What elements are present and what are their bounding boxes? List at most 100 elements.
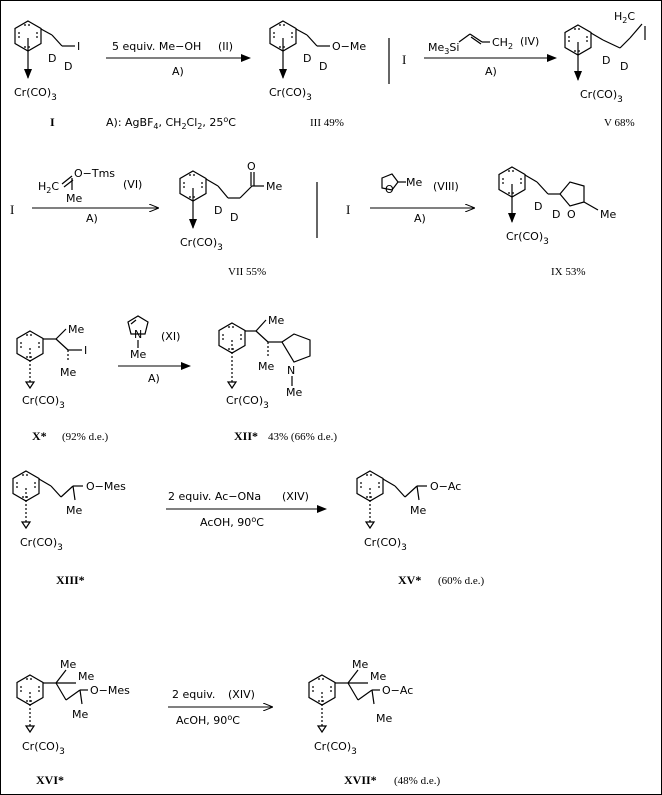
condition-label: A): [485, 65, 497, 78]
omes-label: O−Mes: [90, 684, 130, 697]
d-label: D: [64, 60, 72, 73]
reaction-arrow-2: Me3Si CH2 (IV) A): [424, 33, 557, 78]
compound-label-XII: XII*: [234, 429, 258, 443]
d-label: D: [214, 204, 222, 217]
iodine-label: I: [77, 40, 80, 53]
methyl-label: Me: [78, 670, 94, 683]
iodine-label: I: [84, 344, 87, 357]
cr-co3-label: Cr(CO)3: [22, 740, 65, 757]
furan-o-label: O: [567, 208, 576, 221]
compound-V: H2C D D Cr(CO)3: [564, 10, 646, 105]
compound-label-X: X*: [32, 429, 47, 443]
d-label: D: [602, 54, 610, 67]
d-label: D: [552, 208, 560, 221]
methyl-label: Me: [352, 658, 368, 671]
methyl-label: Me: [410, 504, 426, 517]
methyl-label: Me: [286, 386, 302, 399]
compound-label-XVI: XVI*: [36, 773, 64, 787]
reagent-equiv: 2 equiv.: [172, 688, 215, 701]
compound-label-IX: IX 53%: [551, 266, 586, 278]
cr-co3-label: Cr(CO)3: [180, 236, 223, 253]
methyl-label: Me: [72, 708, 88, 721]
start-compound-I: I: [402, 52, 406, 67]
de-value: (92% d.e.): [62, 431, 108, 443]
reagent-number: (XIV): [282, 490, 309, 503]
cr-co3-label: Cr(CO)3: [22, 394, 65, 411]
reagent-number: (VI): [123, 178, 142, 191]
methyl-label: Me: [60, 366, 76, 379]
reaction-arrow-4: O Me (VIII) A): [370, 173, 474, 225]
pyrrole-n-label: N: [287, 364, 295, 377]
d-label: D: [48, 52, 56, 65]
condition-definition: A): AgBF4, CH2Cl2, 25oC: [106, 115, 236, 131]
methyl-label: Me: [376, 712, 392, 725]
yield-de-value: 43% (66% d.e.): [268, 431, 337, 443]
methyl-label: Me: [370, 670, 386, 683]
compound-label-XVII: XVII*: [344, 773, 377, 787]
cr-co3-label: Cr(CO)3: [314, 740, 357, 757]
methyl-label: Me: [66, 504, 82, 517]
compound-XVI: Me Me O−Mes Me Cr(CO)3: [16, 658, 130, 757]
methyl-label: Me: [600, 208, 616, 221]
allylsilane-reagent: Me3Si: [428, 41, 459, 56]
cr-co3-label: Cr(CO)3: [226, 394, 269, 411]
compound-label-III: III 49%: [310, 117, 344, 129]
condition-label: A): [172, 65, 184, 78]
cr-co3-label: Cr(CO)3: [506, 230, 549, 247]
condition-label: A): [148, 372, 160, 385]
methyl-label: Me: [258, 360, 274, 373]
cr-co3-label: Cr(CO)3: [580, 88, 623, 105]
cr-co3-label: Cr(CO)3: [20, 536, 63, 553]
compound-XV: O−Ac Me Cr(CO)3: [356, 470, 461, 553]
compound-label-XV: XV*: [398, 573, 421, 587]
reagent-number: (XI): [161, 330, 180, 343]
reagent-number: (IV): [520, 35, 539, 48]
reagent-methanol: 5 equiv. Me−OH: [112, 40, 201, 53]
cr-co3-label: Cr(CO)3: [14, 86, 57, 103]
compound-III: O−Me D D Cr(CO)3: [269, 20, 366, 103]
reaction-arrow-1: 5 equiv. Me−OH (II) A): [106, 40, 251, 78]
methyl-label: Me: [406, 176, 422, 189]
ch2-label: CH2: [492, 36, 513, 51]
cr-co3-label: Cr(CO)3: [364, 536, 407, 553]
d-label: D: [319, 60, 327, 73]
compound-XIII: O−Mes Me Cr(CO)3: [12, 470, 126, 553]
d-label: D: [230, 211, 238, 224]
d-label: D: [534, 200, 542, 213]
de-value: (60% d.e.): [438, 575, 484, 587]
carbonyl-o-label: O: [247, 160, 256, 173]
condition-acoh: AcOH, 90oC: [176, 713, 240, 727]
compound-label-XIII: XIII*: [56, 573, 85, 587]
condition-acoh: AcOH, 90oC: [200, 515, 264, 529]
oac-label: O−Ac: [382, 684, 413, 697]
omes-label: O−Mes: [86, 480, 126, 493]
reaction-arrow-6: 2 equiv. Ac−ONa (XIV) AcOH, 90oC: [166, 490, 327, 529]
reagent-acetate: 2 equiv. Ac−ONa: [168, 490, 261, 503]
methyl-label: Me: [130, 348, 146, 361]
furan-o-label: O: [385, 183, 394, 196]
compound-X: Me I Me Cr(CO)3: [16, 323, 87, 411]
compound-label-VII: VII 55%: [228, 266, 266, 278]
compound-label-I: I: [50, 115, 55, 129]
h2c-label: H2C: [614, 10, 635, 25]
condition-label: A): [86, 212, 98, 225]
d-label: D: [303, 52, 311, 65]
compound-XVII: Me Me O−Ac Me Cr(CO)3: [308, 658, 413, 757]
start-compound-I: I: [346, 202, 350, 217]
compound-IX: O Me D D Cr(CO)3: [498, 166, 616, 247]
d-label: D: [620, 60, 628, 73]
reagent-number: (VIII): [433, 180, 459, 193]
de-value: (48% d.e.): [394, 775, 440, 787]
methyl-label: Me: [68, 323, 84, 336]
methyl-label: Me: [266, 180, 282, 193]
reagent-number: (II): [218, 40, 233, 53]
ome-label: O−Me: [332, 40, 366, 53]
reaction-arrow-5: N Me (XI) A): [118, 315, 191, 385]
methyl-label: Me: [60, 658, 76, 671]
otms-label: O−Tms: [74, 167, 115, 180]
start-compound-I: I: [10, 202, 14, 217]
oac-label: O−Ac: [430, 480, 461, 493]
cr-co3-label: Cr(CO)3: [269, 86, 312, 103]
compound-label-V: V 68%: [604, 117, 635, 129]
